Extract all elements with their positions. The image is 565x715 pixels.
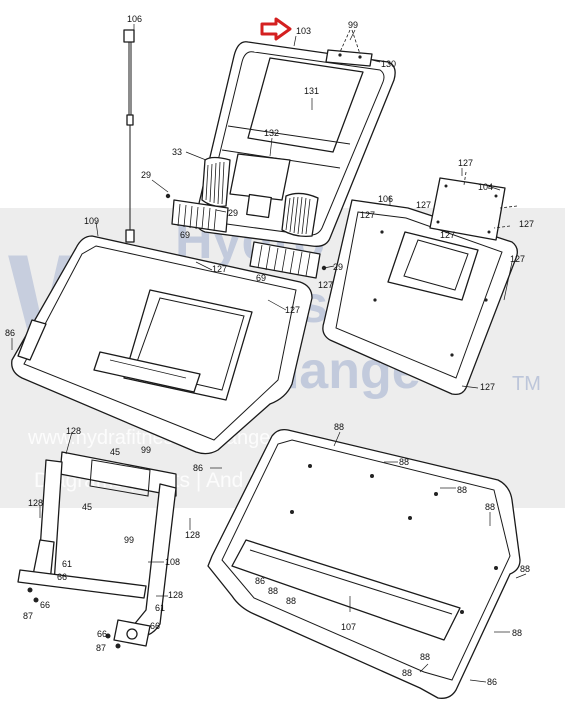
callout-88-g: 88 (268, 586, 278, 596)
callout-66-a: 66 (57, 572, 67, 582)
shroud-106-right (322, 199, 518, 396)
base-front-lip (231, 539, 461, 641)
callout-103: 103 (296, 26, 311, 36)
callout-132: 132 (264, 128, 279, 138)
callout-88-a: 88 (334, 422, 344, 432)
callout-127-hood: 127 (285, 305, 300, 315)
console-103 (195, 41, 396, 247)
callout-labels: 106 103 99 130 131 132 33 29 29 29 69 69… (5, 14, 534, 687)
highlight-arrow (260, 17, 292, 41)
upright-frame-108 (17, 451, 177, 649)
callout-128-left: 128 (28, 498, 43, 508)
callout-29-left: 29 (141, 170, 151, 180)
callout-99-frame-top: 99 (141, 445, 151, 455)
callout-87-right: 87 (96, 643, 106, 653)
wire-harness-106 (123, 29, 135, 243)
callout-127-a: 127 (360, 210, 375, 220)
callout-88-j: 88 (420, 652, 430, 662)
hood-109 (11, 235, 313, 455)
callout-66-c: 66 (150, 621, 160, 631)
callout-86-mid: 86 (193, 463, 203, 473)
base-shroud-107 (207, 428, 521, 699)
callout-128-top: 128 (66, 426, 81, 436)
callout-61-left: 61 (62, 559, 72, 569)
callout-88-f: 88 (512, 628, 522, 638)
callout-69-lower: 69 (256, 273, 266, 283)
callout-127-g: 127 (480, 382, 495, 392)
console-speaker-33-left (201, 156, 231, 208)
plate-104 (429, 171, 518, 241)
fan-assembly-69-upper (165, 193, 229, 233)
callout-69-upper: 69 (180, 230, 190, 240)
shroud-cutout (387, 231, 479, 301)
callout-29-right: 29 (333, 262, 343, 272)
callout-127-top-right: 127 (458, 158, 473, 168)
bracket-130 (325, 29, 373, 67)
callout-128-lower: 128 (168, 590, 183, 600)
callout-107: 107 (341, 622, 356, 632)
watermark-tm: TM (512, 373, 541, 395)
callout-106-shroud: 106 (378, 194, 393, 204)
callout-61-right: 61 (155, 603, 165, 613)
callout-29-mid: 29 (228, 208, 238, 218)
callout-88-d: 88 (485, 502, 495, 512)
leader-lines (11, 24, 527, 683)
callout-86-bottom-right: 86 (487, 677, 497, 687)
callout-106-harness: 106 (127, 14, 142, 24)
callout-66-b: 66 (40, 600, 50, 610)
callout-45-bottom: 45 (82, 502, 92, 512)
red-arrow-icon (260, 17, 292, 41)
callout-127-e: 127 (510, 254, 525, 264)
callout-130: 130 (381, 59, 396, 69)
callout-86-base: 86 (255, 576, 265, 586)
callout-99-top: 99 (348, 20, 358, 30)
callout-45-top: 45 (110, 447, 120, 457)
callout-127-f: 127 (318, 280, 333, 290)
fan-assembly-69-lower (249, 241, 327, 279)
callout-88-e: 88 (520, 564, 530, 574)
callout-88-h: 88 (286, 596, 296, 606)
callout-127-mid-left: 127 (212, 264, 227, 274)
callout-131: 131 (304, 86, 319, 96)
callout-66-d: 66 (97, 629, 107, 639)
callout-127-c: 127 (440, 230, 455, 240)
callout-87-left: 87 (23, 611, 33, 621)
callout-88-i: 88 (402, 668, 412, 678)
callout-127-b: 127 (416, 200, 431, 210)
console-display-window-131 (247, 57, 364, 153)
callout-99-frame-bottom: 99 (124, 535, 134, 545)
callout-109: 109 (84, 216, 99, 226)
callout-128-right: 128 (185, 530, 200, 540)
console-display-board-132 (229, 153, 291, 201)
callout-86-left: 86 (5, 328, 15, 338)
callout-104: 104 (478, 182, 493, 192)
callout-108: 108 (165, 557, 180, 567)
callout-33: 33 (172, 147, 182, 157)
callout-88-b: 88 (399, 457, 409, 467)
callout-88-c: 88 (457, 485, 467, 495)
callout-127-d: 127 (519, 219, 534, 229)
